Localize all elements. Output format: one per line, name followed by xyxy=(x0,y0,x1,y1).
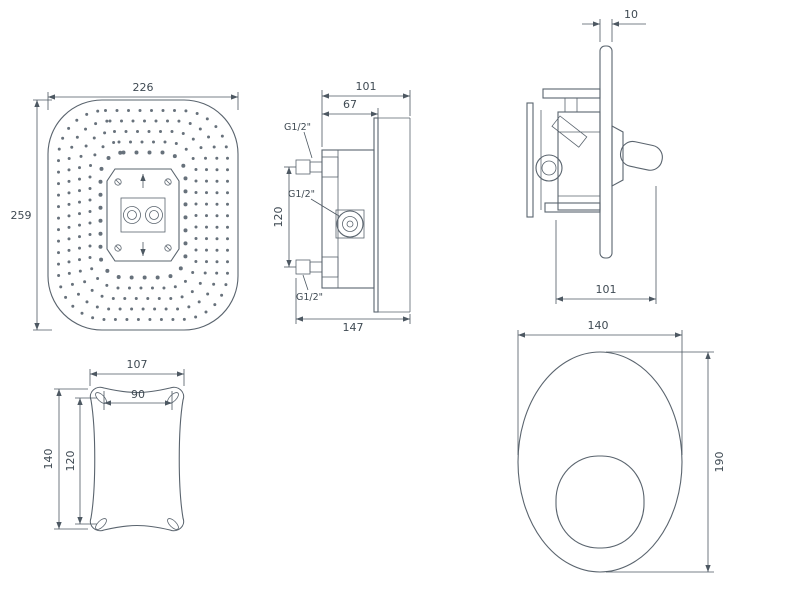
dim-bracket-width-outer: 107 xyxy=(89,358,185,386)
dim-valve-depth-body-label: 67 xyxy=(343,98,357,111)
dim-valve-port-spacing: 120 xyxy=(272,166,296,268)
dim-showerhead-width: 226 xyxy=(47,81,239,110)
dim-bracket-width-inner-label: 90 xyxy=(131,388,145,401)
dim-bracket-height-outer-label: 140 xyxy=(42,449,55,470)
dim-plate-thickness-label: 10 xyxy=(624,8,638,21)
valve-outlet-port xyxy=(336,210,364,238)
dim-bracket-width-outer-label: 107 xyxy=(127,358,148,371)
mixer-roughin-body xyxy=(526,88,601,218)
dim-valve-depth-body: 67 xyxy=(322,98,379,118)
bracket-corner-slots xyxy=(95,392,179,530)
dim-bracket-height-outer: 140 xyxy=(42,388,88,530)
mixer-cartridge xyxy=(551,115,588,148)
bracket-outline xyxy=(89,386,185,532)
handle-lever xyxy=(619,140,663,171)
plate-screws xyxy=(114,178,172,252)
mixer-handle xyxy=(611,125,663,187)
dim-trim-plate-height: 190 xyxy=(606,351,726,573)
wall-mounting-plate xyxy=(373,117,411,313)
view-trim-plate-front: 140 190 xyxy=(517,319,726,573)
dim-trim-plate-height-label: 190 xyxy=(713,452,726,473)
dim-valve-length-total-label: 147 xyxy=(343,321,364,334)
thread-top-label: G1/2" xyxy=(284,122,311,133)
trim-plate-outline xyxy=(517,351,683,573)
dim-bracket-width-inner: 90 xyxy=(103,388,173,410)
view-showerhead-front: 226 259 xyxy=(11,81,239,331)
dim-bracket-height-inner: 120 xyxy=(64,397,97,525)
mixer-wall-plate xyxy=(599,45,613,259)
thread-labels: G1/2" G1/2" G1/2" xyxy=(284,122,340,303)
dim-showerhead-width-label: 226 xyxy=(133,81,154,94)
dim-plate-thickness: 10 xyxy=(582,8,646,42)
thread-bottom-label: G1/2" xyxy=(296,292,323,303)
plate-port-right xyxy=(145,206,163,224)
view-mixer-side: 10 101 xyxy=(526,8,663,304)
dim-mixer-depth-label: 101 xyxy=(596,283,617,296)
dim-valve-depth-total-label: 101 xyxy=(356,80,377,93)
showerhead-mounting-plate xyxy=(106,168,180,262)
dim-valve-port-spacing-label: 120 xyxy=(272,207,285,228)
mixer-bottom-pipe xyxy=(544,202,601,213)
mixer-top-pipe xyxy=(542,88,601,99)
view-valve-side: 101 67 120 147 G1/2" G1/2" G1/2" xyxy=(272,80,411,334)
plate-port-left xyxy=(123,206,141,224)
showerhead-outline xyxy=(47,99,239,331)
dim-showerhead-height-label: 259 xyxy=(11,209,32,222)
thread-mid-label: G1/2" xyxy=(288,189,315,200)
dim-trim-plate-width-label: 140 xyxy=(588,319,609,332)
valve-inlet-bottom xyxy=(295,256,339,278)
valve-inlet-top xyxy=(295,156,339,178)
mixer-inlet-circle xyxy=(535,154,563,182)
view-bracket: 107 90 140 120 xyxy=(42,358,185,532)
dim-valve-depth-total: 101 xyxy=(321,80,411,147)
dim-showerhead-height: 259 xyxy=(11,99,52,331)
showerhead-nozzle-dots xyxy=(57,109,229,321)
dim-valve-length-total: 147 xyxy=(295,278,411,334)
valve-body xyxy=(321,149,375,289)
dim-trim-plate-width: 140 xyxy=(517,319,683,455)
trim-plate-cutout xyxy=(555,455,645,549)
dim-mixer-depth: 101 xyxy=(555,186,657,304)
dim-bracket-height-inner-label: 120 xyxy=(64,451,77,472)
handle-escutcheon xyxy=(611,125,624,187)
